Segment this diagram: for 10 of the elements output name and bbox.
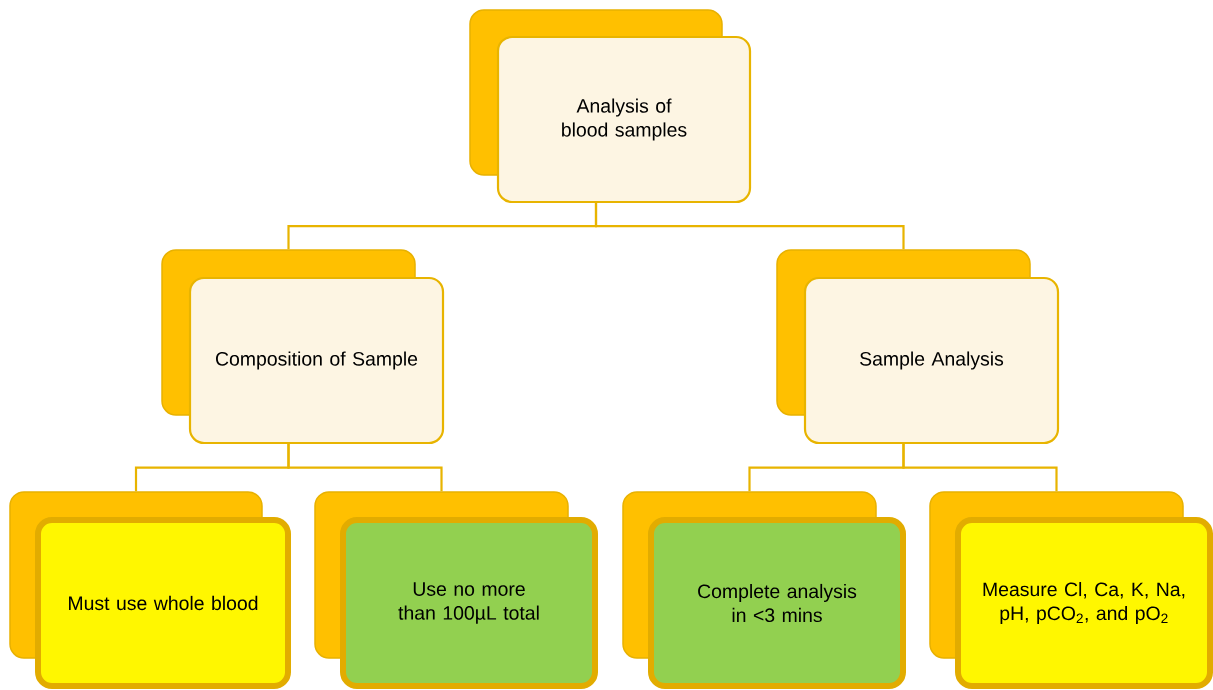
box: Measure Cl, Ca, K, Na, pH, pCO$_{2}$, and pO$_{2}$ [929,491,1213,689]
box: Analysis of blood samples [469,9,752,204]
box: Sample Analysis [776,249,1060,445]
box: Composition of Sample [161,249,445,445]
connector [902,444,1058,492]
box: Must use whole blood [9,491,291,689]
box: Use no more than 100µL total [314,491,598,689]
connector [287,444,443,492]
connector [594,203,905,250]
box: Complete analysis in <3 mins [622,491,906,689]
